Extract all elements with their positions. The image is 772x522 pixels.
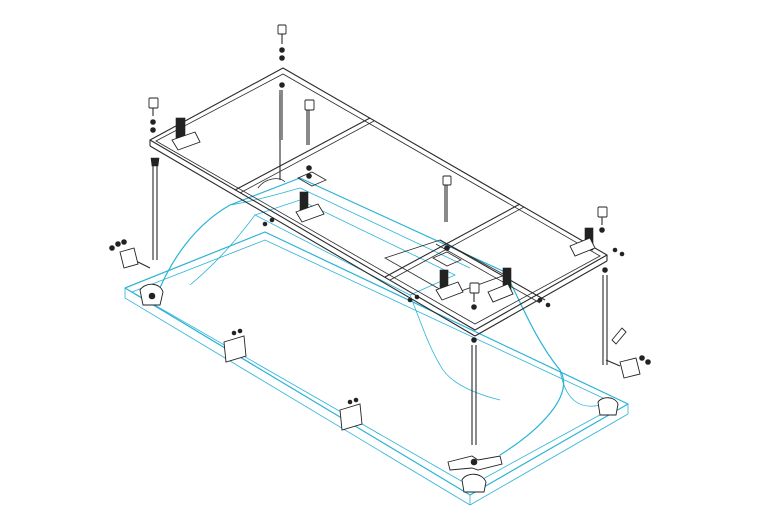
frame-crossbar-3: [439, 239, 546, 301]
clip-right: [605, 327, 651, 379]
tub-basin-left: [189, 214, 256, 286]
tub-basin-top: [229, 187, 301, 206]
adjustable-support-legs: [139, 95, 619, 493]
mounting-brackets: [171, 117, 596, 303]
frame-outer: [149, 67, 608, 331]
frame-crossbar-2: [384, 203, 521, 278]
bracket-center: [435, 269, 464, 301]
bolt-top-back: [277, 24, 287, 140]
tub-basin-outline: [154, 177, 565, 456]
wall-clips: [109, 239, 651, 431]
support-frame: [149, 67, 608, 337]
bolt-top-right: [597, 206, 608, 233]
clip-front-2: [339, 397, 363, 431]
frame-crossbar-3-inner: [435, 243, 541, 304]
fixing-bolts: [148, 24, 608, 310]
clip-front-1: [223, 328, 247, 363]
frame-edge-front: [149, 145, 476, 337]
bracket-left: [171, 117, 201, 151]
bathtub-shell: [124, 177, 629, 506]
frame-crossbar-1-inner: [239, 120, 375, 194]
bolt-top-left: [148, 97, 159, 133]
tub-rim-edge-front: [124, 297, 471, 506]
bracket-mid: [295, 191, 325, 223]
frame-crossbar-1: [234, 117, 371, 191]
bracket-front: [487, 267, 514, 303]
tub-basin-front: [409, 294, 501, 401]
tub-rim-outer: [124, 231, 629, 496]
bolt-top-mid: [304, 99, 315, 179]
tub-rim-edge-right: [469, 413, 629, 506]
small-screws: [262, 217, 625, 308]
leg-left: [139, 157, 164, 306]
bracket-right: [569, 227, 596, 257]
leg-front: [461, 337, 487, 493]
bolt-center: [442, 175, 452, 251]
frame-inner: [155, 73, 601, 325]
center-cross-foot: [447, 455, 503, 471]
tub-basin-right: [559, 369, 601, 407]
frame-arc: [257, 178, 286, 189]
plate-top: [297, 171, 462, 267]
frame-crossbar-2-inner: [389, 206, 525, 281]
leg-right: [597, 267, 619, 416]
bolt-front: [469, 282, 480, 310]
clip-left: [109, 239, 151, 269]
